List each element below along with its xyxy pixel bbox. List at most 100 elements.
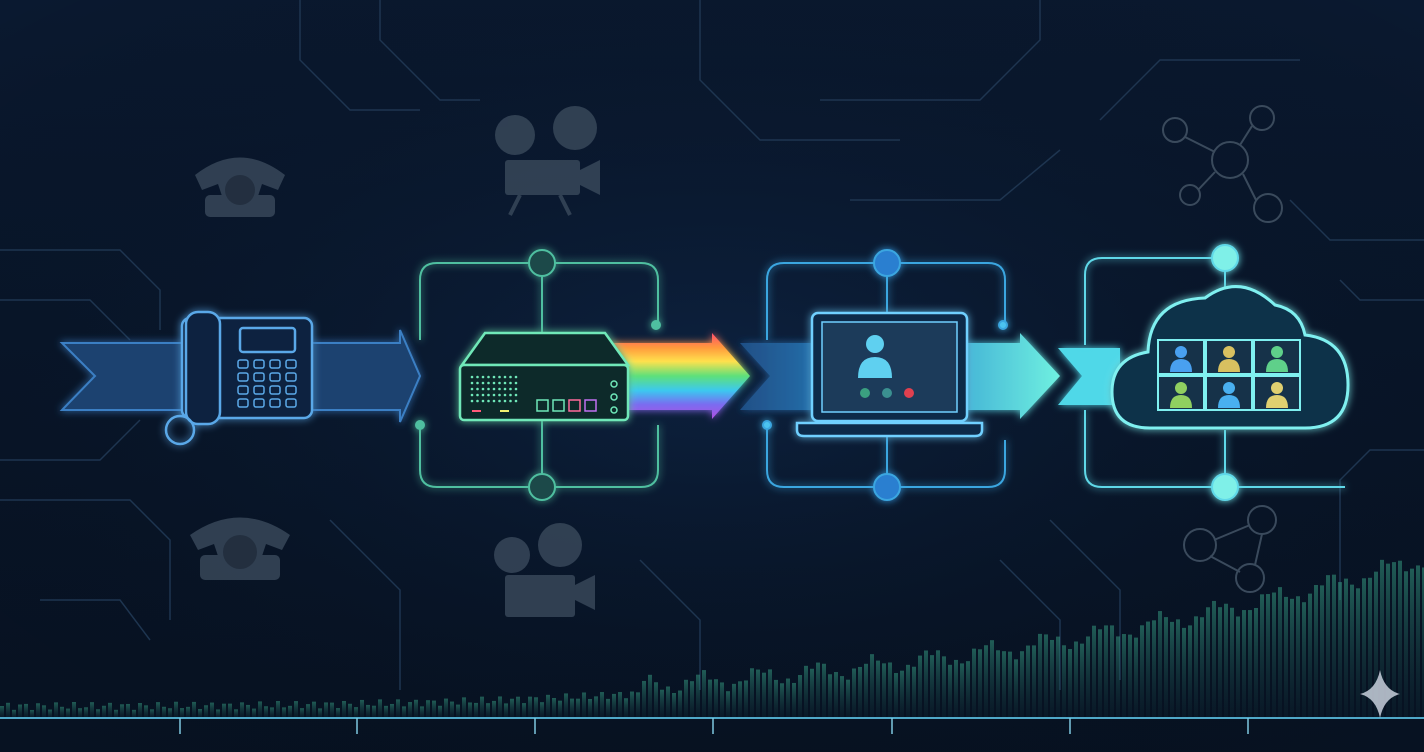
background-bar xyxy=(1194,616,1198,718)
background-bar xyxy=(552,697,556,718)
background-bar xyxy=(72,701,76,718)
background-bar xyxy=(1032,645,1036,718)
background-bar xyxy=(306,704,310,718)
circuit-trace xyxy=(0,419,141,461)
background-bar xyxy=(66,708,70,718)
background-bar xyxy=(1146,621,1150,718)
background-bar xyxy=(1374,571,1378,718)
background-bar xyxy=(1302,602,1306,718)
keypad-key xyxy=(285,385,297,395)
network-people-icon xyxy=(1183,505,1277,593)
background-bar xyxy=(444,698,448,718)
background-bar xyxy=(0,706,4,718)
background-bar xyxy=(672,693,676,718)
participant-tile xyxy=(1157,339,1205,375)
background-bar xyxy=(402,706,406,718)
background-bar xyxy=(1254,607,1258,718)
background-bar xyxy=(1242,610,1246,718)
circuit-trace xyxy=(299,0,420,111)
background-bar xyxy=(1308,593,1312,718)
background-bar xyxy=(846,679,850,718)
background-bar xyxy=(1212,600,1216,718)
vent-hole xyxy=(503,381,507,385)
background-bar xyxy=(930,655,934,718)
keypad-key xyxy=(269,385,281,395)
laptop-video-call-icon xyxy=(795,311,984,438)
background-bar xyxy=(690,681,694,718)
circuit-trace xyxy=(1289,199,1424,241)
background-bar xyxy=(1344,578,1348,718)
keypad-key xyxy=(285,372,297,382)
vent-hole xyxy=(509,387,512,391)
background-bar xyxy=(126,703,130,718)
background-bar xyxy=(642,680,646,718)
circuit-trace xyxy=(850,149,1061,201)
background-bar xyxy=(1176,619,1180,718)
participant-avatar-icon xyxy=(1223,346,1235,358)
participant-avatar-icon xyxy=(1271,346,1283,358)
participant-avatar-icon xyxy=(1175,346,1187,358)
background-bar xyxy=(1104,625,1108,718)
background-bar xyxy=(48,709,52,718)
circuit-trace xyxy=(0,299,131,341)
vent-hole xyxy=(481,381,485,385)
background-bar xyxy=(474,702,478,718)
background-bar xyxy=(42,705,46,718)
background-bar xyxy=(168,708,172,718)
vent-hole xyxy=(498,381,501,385)
cloud-arrow xyxy=(1058,348,1120,405)
background-bar xyxy=(1086,636,1090,718)
keypad-key xyxy=(237,372,249,382)
vent-hole xyxy=(509,381,512,385)
background-bar xyxy=(654,682,658,718)
background-bar xyxy=(1050,639,1054,718)
participant-avatar-icon xyxy=(1175,382,1187,394)
rotary-phone-icon xyxy=(195,157,285,217)
background-bar xyxy=(360,699,364,718)
background-bar xyxy=(630,691,634,718)
circuit-trace xyxy=(0,249,161,330)
vent-hole xyxy=(509,393,512,397)
keypad-key xyxy=(269,398,281,408)
circuit-trace xyxy=(820,0,1041,101)
background-bar xyxy=(114,709,118,718)
vent-hole xyxy=(503,393,507,397)
background-bar xyxy=(1248,610,1252,718)
background-bar xyxy=(816,662,820,718)
background-bar xyxy=(450,701,454,718)
background-bar xyxy=(264,706,268,718)
background-bar xyxy=(768,669,772,718)
background-bar xyxy=(1110,625,1114,718)
vent-hole xyxy=(514,399,518,403)
background-bar xyxy=(582,692,586,718)
keypad-key xyxy=(269,372,281,382)
background-bar xyxy=(1314,585,1318,718)
vent-hole xyxy=(487,399,490,403)
background-bar xyxy=(390,703,394,718)
background-bar xyxy=(1410,568,1414,718)
background-bar xyxy=(1230,607,1234,718)
background-bar xyxy=(408,702,412,718)
background-bar xyxy=(618,692,622,718)
background-bar xyxy=(348,703,352,718)
background-bar xyxy=(330,702,334,718)
background-bar xyxy=(150,709,154,718)
background-bar xyxy=(1056,636,1060,718)
background-bar xyxy=(696,674,700,718)
circuit-traces xyxy=(0,0,1424,690)
background-bar xyxy=(912,666,916,718)
circuit-trace xyxy=(1099,59,1300,121)
circuit-trace xyxy=(699,0,900,141)
vent-hole xyxy=(470,381,474,385)
background-bar xyxy=(1386,563,1390,718)
circuit-trace xyxy=(40,599,151,641)
background-bar xyxy=(318,708,322,718)
vent-hole xyxy=(492,381,496,385)
desk-phone-icon xyxy=(164,310,314,446)
background-bar xyxy=(354,707,358,718)
background-bar xyxy=(1170,621,1174,718)
circuit-trace xyxy=(1339,279,1424,301)
background-bar xyxy=(90,702,94,718)
background-bar xyxy=(6,702,10,718)
background-bar xyxy=(198,708,202,718)
